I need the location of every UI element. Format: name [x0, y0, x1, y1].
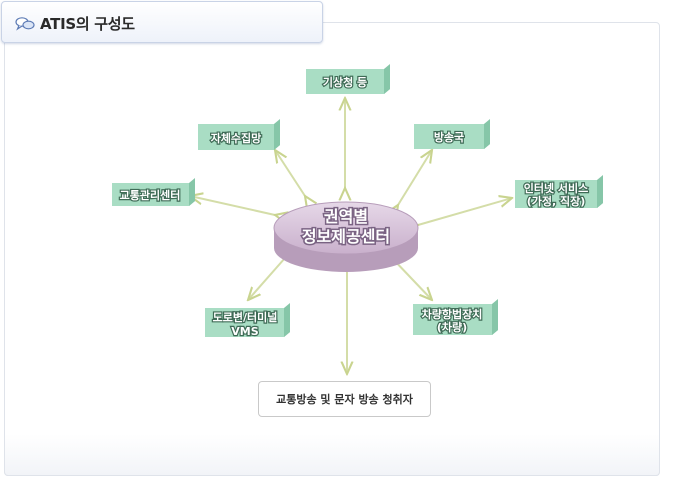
- node-internet-label-line2: (가정, 직장): [527, 194, 586, 208]
- speech-bubble-icon: [15, 17, 35, 31]
- node-car-nav-label-line1: 차량항법장치: [422, 307, 483, 321]
- node-self-collect: 자체수집망: [198, 119, 280, 150]
- node-car-nav: 차량항법장치 (차량): [413, 299, 498, 335]
- arrow-car-nav: [392, 258, 432, 300]
- connector-arrows: [190, 98, 512, 374]
- panel-footer: [4, 434, 660, 476]
- center-label-line2: 정보제공센터: [302, 227, 390, 246]
- title-tab: ATIS의 구성도: [1, 1, 323, 43]
- node-vms-label-line2: VMS: [231, 325, 258, 338]
- node-self-collect-label: 자체수집망: [211, 131, 262, 145]
- arrow-self-collect: [275, 150, 305, 196]
- node-broadcast: 방송국: [414, 119, 490, 149]
- node-weather: 기상청 등: [306, 64, 390, 94]
- page-title: ATIS의 구성도: [40, 15, 135, 33]
- node-internet: 인터넷 서비스 (가정, 직장): [515, 175, 603, 209]
- center-node: 권역별 정보제공센터: [273, 201, 419, 272]
- arrow-internet: [418, 198, 512, 225]
- node-weather-label: 기상청 등: [323, 75, 367, 89]
- node-car-nav-label-line2: (차량): [437, 320, 467, 334]
- node-traffic-center-label: 교통관리센터: [120, 188, 181, 202]
- arrow-traffic-center: [190, 196, 275, 215]
- center-label-line1: 권역별: [324, 207, 368, 226]
- node-broadcast-label: 방송국: [434, 130, 464, 144]
- node-traffic-center: 교통관리센터: [112, 178, 195, 206]
- arrow-vms: [248, 258, 285, 300]
- node-vms-label-line1: 도로변/터미널: [213, 310, 278, 324]
- viewer-box: 교통방송 및 문자 방송 청취자: [258, 381, 431, 417]
- node-vms: 도로변/터미널 VMS: [205, 303, 290, 339]
- node-internet-label-line1: 인터넷 서비스: [524, 181, 589, 195]
- arrow-broadcast: [398, 150, 432, 205]
